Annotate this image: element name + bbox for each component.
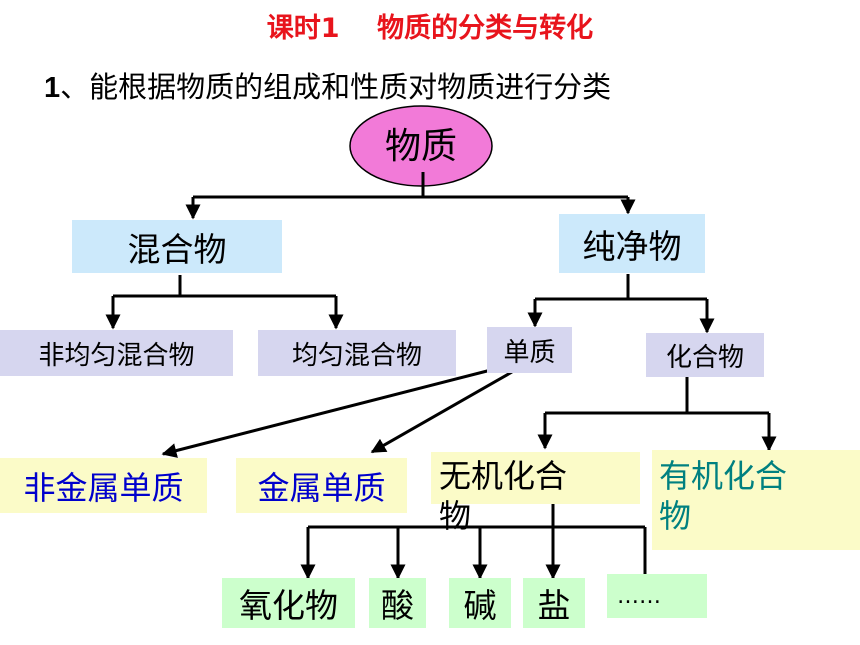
node-heterogeneous-mixture-label: 非均匀混合物 xyxy=(38,340,195,371)
lesson-title: 课时1 物质的分类与转化 xyxy=(266,13,594,44)
node-inorganic-compound-text: 无机化合 物 xyxy=(439,456,567,536)
node-nonmetal-element-label: 非金属单质 xyxy=(23,468,184,507)
node-nonmetal-element: 非金属单质 xyxy=(0,458,207,513)
node-homogeneous-mixture-label: 均匀混合物 xyxy=(291,340,422,371)
node-matter: 物质 xyxy=(350,112,492,174)
node-organic-compound-line1: 有机化合 xyxy=(659,457,788,495)
objective-line: 1、能根据物质的组成和性质对物质进行分类 xyxy=(44,64,611,106)
node-inorganic-compound-line1: 无机化合 xyxy=(439,457,568,495)
node-mixture: 混合物 xyxy=(72,220,282,273)
node-salt-label: 盐 xyxy=(537,586,571,625)
node-metal-element: 金属单质 xyxy=(236,458,407,513)
node-element: 单质 xyxy=(487,327,572,373)
node-acid: 酸 xyxy=(369,578,426,628)
node-heterogeneous-mixture: 非均匀混合物 xyxy=(0,330,233,376)
node-organic-compound xyxy=(652,450,860,550)
objective-text: 、能根据物质的组成和性质对物质进行分类 xyxy=(60,70,612,104)
node-element-label: 单质 xyxy=(503,337,556,368)
node-inorganic-compound-line2: 物 xyxy=(439,497,472,535)
node-inorganic-compound xyxy=(431,452,640,504)
node-homogeneous-mixture: 均匀混合物 xyxy=(258,330,456,376)
objective-number: 1 xyxy=(44,72,61,104)
node-metal-element-label: 金属单质 xyxy=(257,468,386,507)
node-ellipsis: …… xyxy=(607,574,707,618)
node-pure-substance: 纯净物 xyxy=(559,214,705,273)
node-base: 碱 xyxy=(449,578,511,628)
node-organic-compound-line2: 物 xyxy=(659,497,692,535)
node-base-label: 碱 xyxy=(463,586,497,625)
node-ellipsis-label: …… xyxy=(617,583,661,609)
node-oxide: 氧化物 xyxy=(222,578,355,628)
node-mixture-label: 混合物 xyxy=(127,229,227,269)
node-compound: 化合物 xyxy=(646,333,764,377)
node-acid-label: 酸 xyxy=(381,586,414,625)
node-matter-label: 物质 xyxy=(384,126,457,167)
node-organic-compound-text: 有机化合 物 xyxy=(659,456,787,536)
node-oxide-label: 氧化物 xyxy=(239,586,338,625)
node-compound-label: 化合物 xyxy=(665,342,744,373)
node-pure-substance-label: 纯净物 xyxy=(582,226,682,266)
node-salt: 盐 xyxy=(523,578,585,628)
matter-ellipse xyxy=(349,105,493,187)
